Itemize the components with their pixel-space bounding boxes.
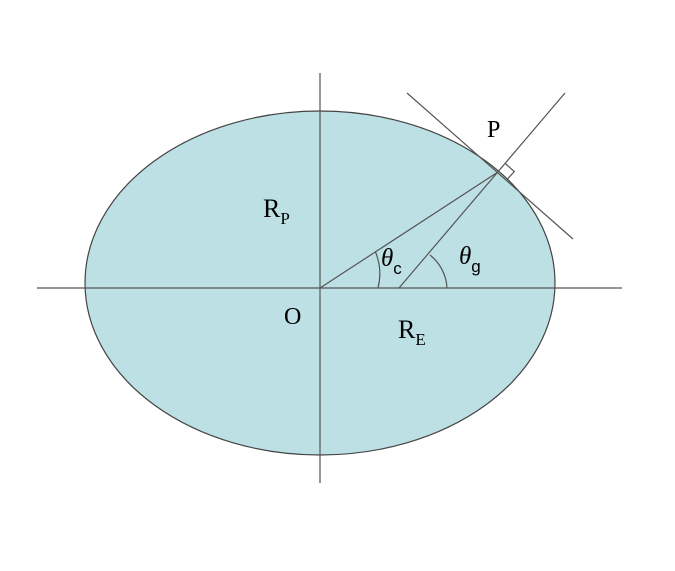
equatorial-radius-label: RE (398, 315, 426, 349)
geocentric-angle-label: θc (381, 245, 402, 278)
polar-radius-base: R (263, 194, 281, 223)
geocentric-angle-sub: c (393, 259, 402, 278)
origin-label: O (284, 304, 301, 330)
geocentric-angle-symbol: θ (381, 245, 393, 272)
polar-radius-sub: P (280, 209, 289, 228)
geodetic-angle-sub: g (471, 257, 480, 276)
polar-radius-label: RP (263, 194, 290, 228)
geodetic-angle-arc (429, 254, 448, 289)
geocentric-angle-arc (374, 251, 381, 289)
tangent-line (406, 92, 574, 240)
normal-line (398, 92, 566, 289)
geodetic-angle-label: θg (459, 243, 481, 276)
point-label: P (487, 117, 500, 143)
right-angle-marker (504, 163, 516, 180)
equatorial-radius-base: R (398, 315, 416, 344)
geocentric-line (319, 171, 499, 289)
equatorial-radius-sub: E (415, 330, 425, 349)
geodetic-angle-symbol: θ (459, 243, 471, 270)
